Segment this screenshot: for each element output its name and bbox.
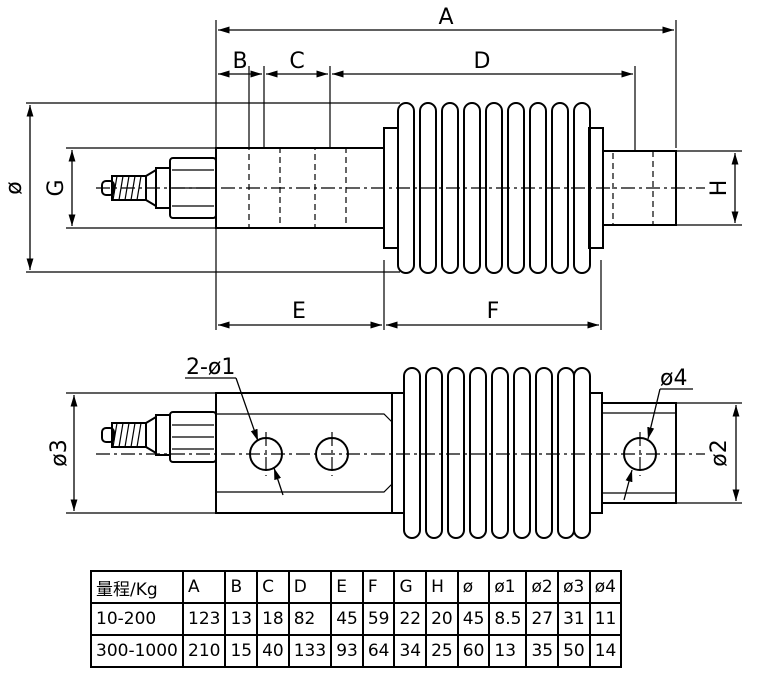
table-header-row: 量程/Kg A B C D E F G H ø ø1 ø2 ø3 ø4 [90,570,623,604]
table-cell: 31 [557,602,591,636]
left-body-side [215,392,393,514]
col-header: H [425,570,459,604]
bellows-side [391,367,603,539]
table-cell: 13 [488,634,528,668]
col-header: C [256,570,290,604]
table-row: 300-1000 210 15 40 133 93 64 34 25 60 13… [90,634,623,668]
hole-d [612,150,654,226]
dim-label-f: F [487,299,500,324]
table-cell: 34 [393,634,428,668]
load-cell-drawing: A B C D E F ø G H [2,5,742,539]
dim-label-phi1: 2-ø1 [186,355,235,380]
table-cell: 18 [256,602,290,636]
table-cell: 13 [224,602,259,636]
table-cell: 8.5 [488,602,528,636]
col-header: 量程/Kg [90,570,184,604]
side-view: 2-ø1 ø4 ø3 ø2 [47,355,742,539]
col-header: A [181,570,227,604]
right-body-side [601,402,677,504]
table-cell: 82 [287,602,333,636]
table-cell: 14 [588,634,623,668]
col-header: ø4 [588,570,623,604]
table-cell: 60 [456,634,491,668]
table-cell: 20 [425,602,459,636]
dim-label-e: E [292,299,306,324]
dim-label-d: D [474,49,491,74]
table-cell: 50 [557,634,591,668]
dim-label-phi3: ø3 [47,439,72,466]
table-cell: 59 [361,602,396,636]
col-header: ø1 [488,570,528,604]
table-cell: 210 [181,634,227,668]
col-header: G [393,570,428,604]
dim-label-a: A [438,5,453,30]
col-header: ø2 [525,570,560,604]
table-row: 10-200 123 13 18 82 45 59 22 20 45 8.5 2… [90,602,623,636]
table-cell: 10-200 [90,602,184,636]
col-header: B [224,570,259,604]
dim-label-b: B [232,49,247,74]
table-cell: 300-1000 [90,634,184,668]
table-cell: 123 [181,602,227,636]
col-header: ø [456,570,491,604]
col-header: E [330,570,364,604]
table-cell: 22 [393,602,428,636]
dim-label-phi2: ø2 [707,439,732,466]
dim-label-h: H [707,180,732,197]
col-header: F [361,570,396,604]
dim-label-phi: ø [2,181,27,194]
col-header: D [287,570,333,604]
table-cell: 27 [525,602,560,636]
spec-table: 量程/Kg A B C D E F G H ø ø1 ø2 ø3 ø4 10-2… [90,570,623,668]
table-cell: 35 [525,634,560,668]
table-cell: 25 [425,634,459,668]
dim-label-phi4: ø4 [660,366,687,391]
table-cell: 45 [330,602,364,636]
top-view: A B C D E F ø G H [2,5,742,330]
table-cell: 133 [287,634,333,668]
table-cell: 45 [456,602,491,636]
table-cell: 15 [224,634,259,668]
table-cell: 40 [256,634,290,668]
cable-connector-side [101,411,217,463]
dim-label-c: C [289,49,304,74]
table-cell: 64 [361,634,396,668]
table-cell: 93 [330,634,364,668]
table-cell: 11 [588,602,623,636]
col-header: ø3 [557,570,591,604]
dim-label-g: G [44,179,69,196]
